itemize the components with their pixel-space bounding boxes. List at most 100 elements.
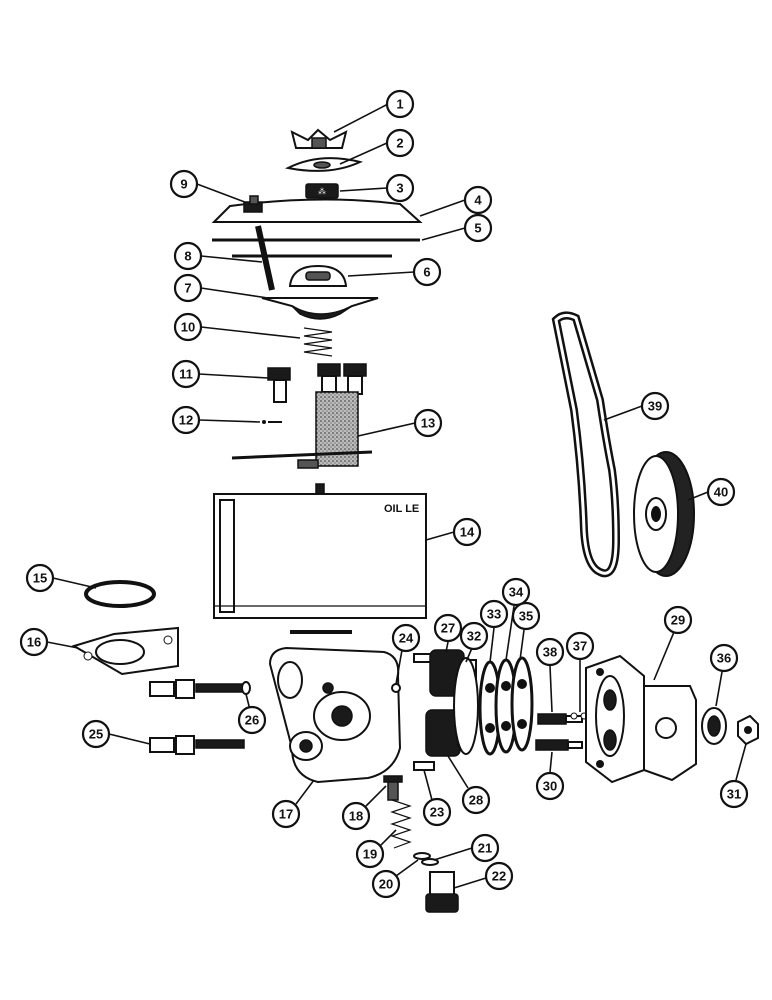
callout-37: 37 xyxy=(565,631,595,712)
relief-plug-part xyxy=(425,871,459,913)
svg-text:34: 34 xyxy=(509,585,524,600)
callout-14: 14 xyxy=(425,517,482,547)
callout-23: 23 xyxy=(422,769,452,827)
svg-text:25: 25 xyxy=(89,727,103,742)
pump-cover-part xyxy=(585,654,697,784)
svg-text:28: 28 xyxy=(469,793,483,808)
part-drawings: ⁂ xyxy=(71,128,759,913)
callout-11: 11 xyxy=(171,359,269,389)
callout-30: 30 xyxy=(535,751,565,801)
svg-text:14: 14 xyxy=(460,525,475,540)
svg-text:39: 39 xyxy=(648,399,662,414)
filter-cap-part xyxy=(288,264,348,287)
callout-8: 8 xyxy=(173,241,263,271)
bearing-part xyxy=(701,707,727,745)
washer-plate-part xyxy=(284,157,363,172)
svg-text:17: 17 xyxy=(279,807,293,822)
callout-4: 4 xyxy=(419,185,493,217)
callout-36: 36 xyxy=(709,643,739,707)
svg-text:31: 31 xyxy=(727,787,741,802)
svg-text:10: 10 xyxy=(181,320,195,335)
callout-26: 26 xyxy=(237,693,267,735)
svg-text:21: 21 xyxy=(478,841,492,856)
svg-text:30: 30 xyxy=(543,779,557,794)
svg-text:16: 16 xyxy=(27,635,41,650)
svg-text:33: 33 xyxy=(487,607,501,622)
svg-text:24: 24 xyxy=(399,631,414,646)
cover-bolt-part xyxy=(243,195,263,213)
svg-text:15: 15 xyxy=(33,571,47,586)
callout-13: 13 xyxy=(357,408,443,438)
callout-24: 24 xyxy=(391,623,421,685)
wing-nut-part xyxy=(290,128,348,149)
nut-part xyxy=(737,714,759,746)
callout-6: 6 xyxy=(347,257,442,287)
spring-part xyxy=(303,327,333,357)
svg-text:40: 40 xyxy=(714,485,728,500)
svg-text:8: 8 xyxy=(184,249,191,264)
callout-12: 12 xyxy=(171,405,261,435)
long-bolt-upper-part xyxy=(149,679,251,699)
callout-1: 1 xyxy=(333,89,415,133)
callout-5: 5 xyxy=(421,213,493,243)
filter-element-part xyxy=(231,391,373,469)
callout-15: 15 xyxy=(25,563,97,593)
callout-34: 34 xyxy=(501,577,531,661)
thrust-plate-part xyxy=(453,657,479,755)
svg-text:29: 29 xyxy=(671,613,685,628)
svg-text:2: 2 xyxy=(396,136,403,151)
svg-text:4: 4 xyxy=(474,193,482,208)
filter-base-part xyxy=(261,297,379,320)
reservoir-tank-part: OIL LE xyxy=(213,483,427,634)
svg-text:6: 6 xyxy=(423,265,430,280)
callout-17: 17 xyxy=(271,779,315,829)
svg-text:11: 11 xyxy=(179,367,193,382)
svg-text:⁂: ⁂ xyxy=(318,187,326,196)
relief-washers-part xyxy=(413,852,439,866)
check-ball-part xyxy=(391,683,401,693)
svg-text:1: 1 xyxy=(396,97,403,112)
reservoir-cover-part xyxy=(211,198,423,223)
callout-35: 35 xyxy=(511,601,541,661)
long-bolt-lower-part xyxy=(149,735,245,755)
svg-text:37: 37 xyxy=(573,639,587,654)
callout-9: 9 xyxy=(169,169,251,205)
svg-text:38: 38 xyxy=(543,645,557,660)
bolt-11-part xyxy=(267,367,291,403)
callout-7: 7 xyxy=(173,273,269,303)
callout-2: 2 xyxy=(339,128,415,165)
callout-38: 38 xyxy=(535,637,565,713)
filter-stack-bolts xyxy=(317,363,367,395)
pump-body-part xyxy=(268,646,402,784)
svg-text:23: 23 xyxy=(430,805,444,820)
callout-39: 39 xyxy=(603,391,670,421)
callout-19: 19 xyxy=(355,829,397,869)
svg-text:27: 27 xyxy=(441,621,455,636)
svg-text:32: 32 xyxy=(467,629,481,644)
reservoir-label: OIL LE xyxy=(384,503,419,515)
svg-text:36: 36 xyxy=(717,651,731,666)
callout-32: 32 xyxy=(459,621,489,663)
support-rod-part xyxy=(255,225,275,291)
small-pin-part xyxy=(262,420,282,424)
valve-fitting-part xyxy=(383,775,403,801)
callout-25: 25 xyxy=(81,719,151,749)
svg-text:13: 13 xyxy=(421,416,435,431)
flange-gasket-part xyxy=(71,626,179,676)
o-ring-part xyxy=(84,580,156,608)
pulley-part xyxy=(633,451,695,577)
callout-29: 29 xyxy=(653,605,693,681)
svg-text:35: 35 xyxy=(519,609,533,624)
svg-text:19: 19 xyxy=(363,847,377,862)
callout-21: 21 xyxy=(433,833,500,863)
callout-27: 27 xyxy=(433,613,463,653)
relief-spring-part xyxy=(390,799,412,849)
callout-3: 3 xyxy=(339,173,415,203)
wear-plates-part xyxy=(478,656,534,756)
svg-text:9: 9 xyxy=(180,177,187,192)
svg-text:22: 22 xyxy=(492,869,506,884)
svg-text:5: 5 xyxy=(474,221,481,236)
drive-belt-part xyxy=(551,311,621,578)
svg-text:18: 18 xyxy=(349,809,363,824)
